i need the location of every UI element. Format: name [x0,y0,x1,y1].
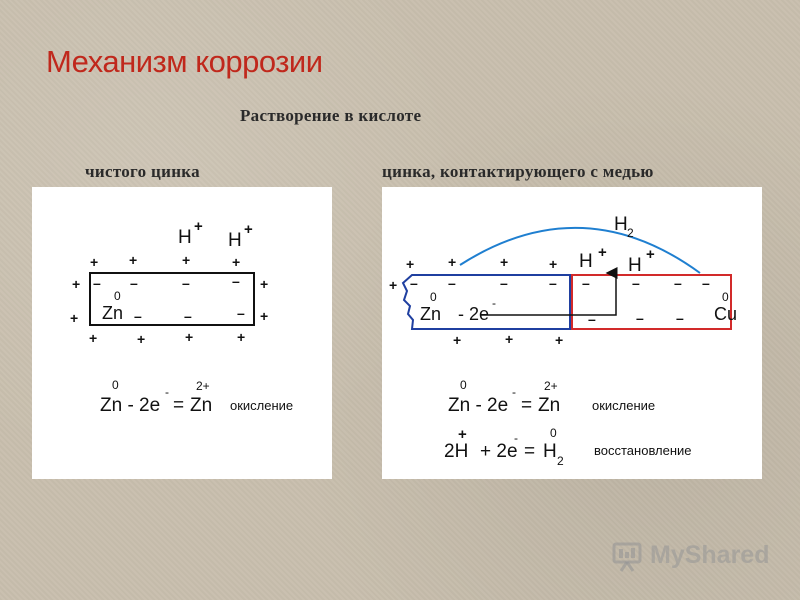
positive-charges: + + + + + + + + [389,254,563,348]
positive-charges: + + + + + + + + + + + + [70,252,268,347]
minus-sign: – [182,275,190,291]
eq2-h2-sub: 2 [557,454,564,468]
plus-sign: + [260,276,268,292]
eq1-charge-sup: 2+ [544,379,558,393]
minus-sign: – [500,275,508,291]
minus-sign: – [632,275,640,291]
slide-subtitle: Растворение в кислоте [240,106,422,125]
eq1-equals: = [521,395,532,416]
h-ion-charge: + [244,221,253,238]
h-ion: H [579,251,593,272]
eq2-mid: + 2e [480,441,518,462]
h-ion: H [628,255,642,276]
minus-sign: – [636,310,644,326]
h2-label: H [614,214,628,235]
plus-sign: + [72,276,80,292]
minus-sign: – [549,275,557,291]
plus-sign: + [260,308,268,324]
cu-label: Cu [714,304,737,324]
plus-sign: + [90,254,98,270]
plus-sign: + [453,332,461,348]
oxidation-label: окисление [230,398,293,413]
eq2-electron-sup: - [514,431,518,445]
cu-oxidation-state: 0 [722,290,729,304]
oxidation-label: окисление [592,398,655,413]
eq1-electron-sup: - [512,385,516,399]
plus-sign: + [182,252,190,268]
h-ion-charge: + [598,244,607,261]
minus-sign: – [674,275,682,291]
zn-label: Zn [420,304,441,324]
minus-sign: – [676,310,684,326]
presentation-icon [612,542,642,572]
plus-sign: + [237,329,245,345]
right-caption: цинка, контактирующего с медью [382,162,654,181]
eq-zero: 0 [112,378,119,392]
copper-plate [571,274,732,330]
electron-charges: – – – – – – – [93,273,245,324]
minus-sign: – [448,275,456,291]
minus-sign: – [130,275,138,291]
eq1-right: Zn [538,395,560,416]
minus-sign: – [232,273,240,289]
plus-sign: + [70,310,78,326]
plus-sign: + [406,256,414,272]
eq2-zero: 0 [550,426,557,440]
plus-sign: + [137,331,145,347]
h-ion-charge: + [646,246,655,263]
h-ion-charge: + [194,218,203,235]
left-caption: чистого цинка [85,162,200,181]
eq-equals: = [173,395,184,416]
h-ion: H [178,227,192,248]
plus-sign: + [448,254,456,270]
pure-zinc-diagram: H + H + + + + + + + + + + + + + – – – – … [70,218,293,416]
zinc-copper-panel: H 2 H + H + + + + + + + + + – – – – – [382,187,762,479]
plus-sign: + [505,331,513,347]
plus-sign: + [129,252,137,268]
plus-sign: + [89,330,97,346]
zn-oxidation-state: 0 [114,289,121,303]
watermark: MyShared [608,536,778,576]
eq1-zero: 0 [460,378,467,392]
zinc-plate [89,272,255,326]
electrons-label: - 2e [458,304,489,324]
pure-zinc-panel: H + H + + + + + + + + + + + + + – – – – … [32,187,332,479]
plus-sign: + [555,332,563,348]
plus-sign: + [549,256,557,272]
plus-sign: + [185,329,193,345]
watermark-text: MyShared [650,541,770,569]
eq1-left: Zn - 2e [448,395,508,416]
minus-sign: – [237,305,245,321]
eq-charge-sup: 2+ [196,379,210,393]
h2-subscript: 2 [627,226,634,240]
minus-sign: – [410,275,418,291]
zinc-copper-diagram: H 2 H + H + + + + + + + + + – – – – – [389,214,737,468]
plus-sign: + [389,277,397,293]
hydrogen-arc [459,226,701,274]
eq2-h2: H [543,441,557,462]
zinc-plate [401,274,571,330]
eq2-equals: = [524,441,535,462]
minus-sign: – [184,308,192,324]
minus-sign: – [93,275,101,291]
electron-charges: – – – – – – – – – – – [410,275,710,327]
slide-title: Механизм коррозии [46,44,323,79]
eq-electron-sup: - [165,385,169,399]
minus-sign: – [582,275,590,291]
zn-oxidation-state: 0 [430,290,437,304]
eq-right: Zn [190,395,212,416]
eq2-plus-sup: + [458,426,467,443]
electrons-sup: - [492,296,496,310]
minus-sign: – [134,308,142,324]
eq-left: Zn - 2e [100,395,160,416]
minus-sign: – [702,275,710,291]
eq2-2h: 2H [444,441,468,462]
minus-sign: – [588,311,596,327]
plus-sign: + [500,254,508,270]
zn-label: Zn [102,303,123,323]
plus-sign: + [232,254,240,270]
electron-flow-arrow [480,267,618,316]
h-ion: H [228,230,242,251]
reduction-label: восстановление [594,443,692,458]
